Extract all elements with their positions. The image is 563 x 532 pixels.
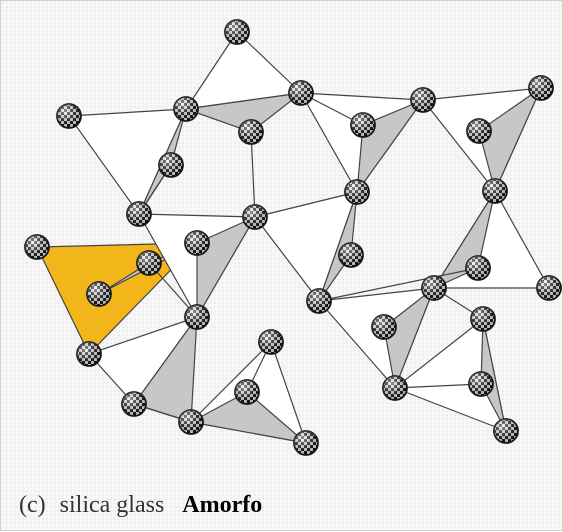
atom-20	[306, 288, 332, 314]
atom-31	[293, 430, 319, 456]
atom-27	[371, 314, 397, 340]
tetrahedron-face-14	[318, 191, 358, 302]
tetrahedron-face-12	[478, 87, 542, 192]
tetrahedron-face-24	[480, 318, 507, 432]
atom-32	[470, 306, 496, 332]
tetrahedron-face-22	[190, 391, 307, 444]
bond-line-5	[394, 383, 482, 389]
tetrahedron-face-18	[383, 287, 435, 389]
atom-4	[238, 119, 264, 145]
caption-label: (c)	[19, 492, 46, 518]
atom-34	[468, 371, 494, 397]
atom-21	[421, 275, 447, 301]
atom-19	[338, 242, 364, 268]
atom-30	[178, 409, 204, 435]
atom-13	[344, 179, 370, 205]
atom-2	[173, 96, 199, 122]
atom-15	[410, 87, 436, 113]
atom-7	[126, 201, 152, 227]
atom-25	[76, 341, 102, 367]
atom-33	[382, 375, 408, 401]
atom-14	[350, 112, 376, 138]
atom-35	[493, 418, 519, 444]
figure-caption: (c) silica glass Amorfo	[19, 492, 262, 519]
atom-8	[24, 234, 50, 260]
caption-text: silica glass	[59, 492, 165, 518]
atom-5	[56, 103, 82, 129]
atom-28	[121, 391, 147, 417]
atom-1	[224, 19, 250, 45]
atom-17	[466, 118, 492, 144]
atom-12	[242, 204, 268, 230]
atom-9	[86, 281, 112, 307]
bond-line-3	[318, 267, 479, 302]
atom-18	[482, 178, 508, 204]
atom-29	[234, 379, 260, 405]
tetrahedron-face-16	[433, 190, 496, 289]
caption-bold-text: Amorfo	[182, 492, 263, 518]
atom-11	[184, 230, 210, 256]
atom-26	[258, 329, 284, 355]
atom-16	[528, 75, 554, 101]
tetrahedron-face-4	[185, 92, 302, 133]
atom-6	[158, 152, 184, 178]
atom-10	[136, 250, 162, 276]
tetrahedron-face-8	[196, 216, 256, 318]
bond-line-1	[250, 131, 256, 218]
atom-23	[536, 275, 562, 301]
atom-3	[288, 80, 314, 106]
atom-24	[184, 304, 210, 330]
atoms	[24, 19, 562, 456]
atom-22	[465, 255, 491, 281]
